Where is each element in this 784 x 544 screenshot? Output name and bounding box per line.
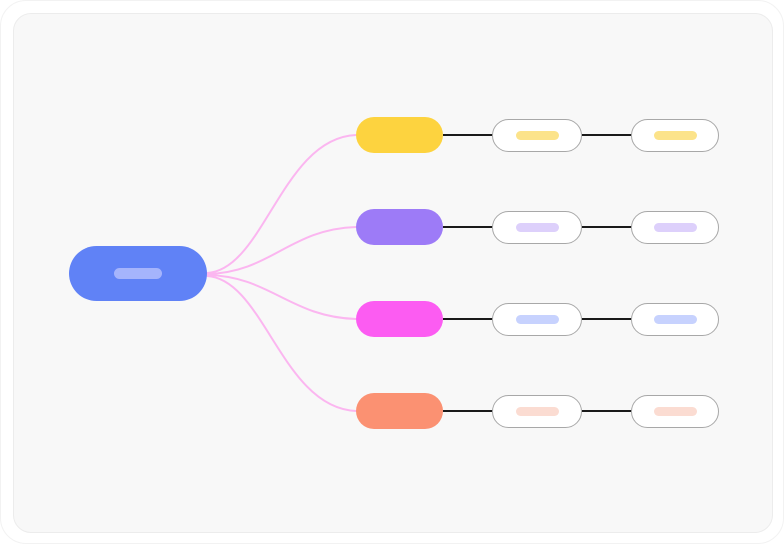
branch-magenta[interactable] bbox=[356, 301, 443, 337]
leaf-text-placeholder bbox=[653, 223, 697, 232]
leaf-orange-1[interactable] bbox=[492, 395, 582, 428]
leaf-text-placeholder bbox=[515, 315, 559, 324]
branch-leaf-connectors bbox=[443, 134, 632, 412]
root-node-text-placeholder bbox=[114, 268, 162, 279]
mindmap-stage bbox=[14, 14, 772, 532]
curve-root-to-purple bbox=[206, 226, 357, 275]
leaf-text-placeholder bbox=[515, 131, 559, 140]
branch-purple[interactable] bbox=[356, 209, 443, 245]
mindmap-canvas-panel[interactable] bbox=[13, 13, 773, 533]
leaf-text-placeholder bbox=[653, 131, 697, 140]
leaf-text-placeholder bbox=[653, 315, 697, 324]
curve-root-to-yellow bbox=[206, 134, 357, 274]
leaf-text-placeholder bbox=[653, 407, 697, 416]
leaf-yellow-1[interactable] bbox=[492, 119, 582, 152]
branch-orange[interactable] bbox=[356, 393, 443, 429]
root-branch-curves bbox=[206, 134, 357, 412]
leaf-purple-2[interactable] bbox=[631, 211, 719, 244]
leaf-magenta-2[interactable] bbox=[631, 303, 719, 336]
root-node[interactable] bbox=[69, 246, 207, 301]
curve-root-to-orange bbox=[206, 275, 357, 412]
leaf-orange-2[interactable] bbox=[631, 395, 719, 428]
leaf-text-placeholder bbox=[515, 407, 559, 416]
leaf-purple-1[interactable] bbox=[492, 211, 582, 244]
leaf-yellow-2[interactable] bbox=[631, 119, 719, 152]
branch-yellow[interactable] bbox=[356, 117, 443, 153]
leaf-magenta-1[interactable] bbox=[492, 303, 582, 336]
curve-root-to-magenta bbox=[206, 274, 357, 320]
leaf-text-placeholder bbox=[515, 223, 559, 232]
